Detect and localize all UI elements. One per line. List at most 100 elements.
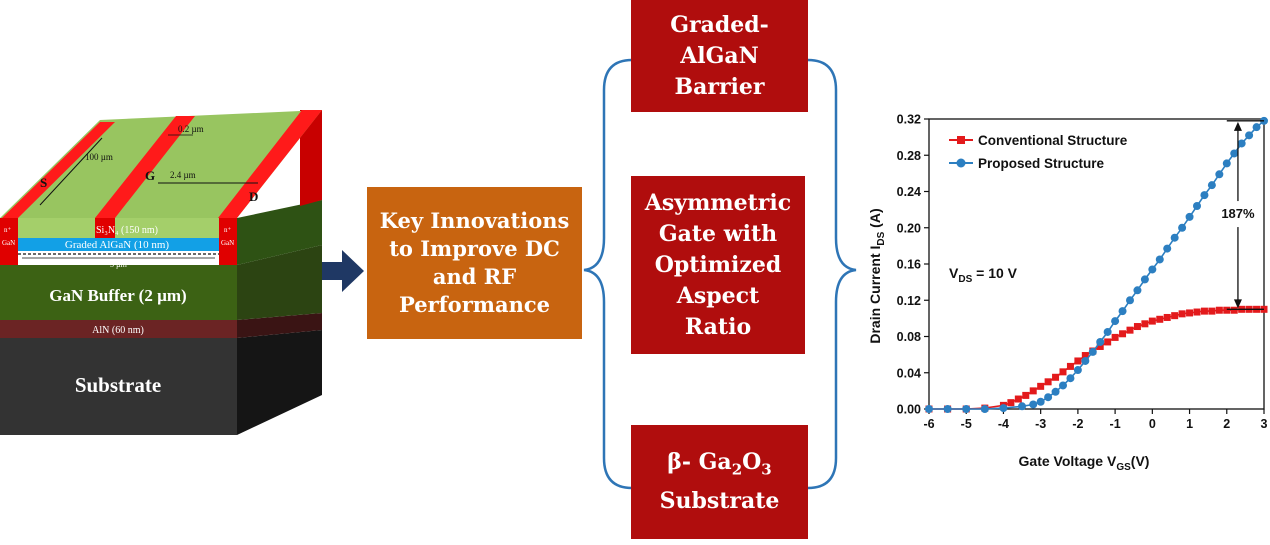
point-conventional — [1037, 382, 1045, 390]
pct-label-bg — [1218, 204, 1257, 223]
gate-contact-top — [95, 116, 195, 218]
point-conventional — [1126, 326, 1134, 334]
ga2o3-line-2: Substrate — [659, 487, 780, 514]
x-tick-label: 1 — [1186, 417, 1193, 431]
y-axis-title-suffix: (A) — [867, 208, 883, 231]
x-axis-title: Gate Voltage VGS(V) — [1019, 453, 1150, 473]
point-conventional — [1066, 362, 1074, 370]
x-tick-label: 2 — [1223, 417, 1230, 431]
n-plus-left: n⁺ — [4, 226, 12, 234]
drain-contact-top — [218, 110, 322, 218]
vds-annotation: VDS = 10 V — [949, 265, 1018, 285]
point-conventional — [1074, 357, 1082, 365]
gan-label-right: GaN — [221, 239, 234, 247]
source-label: S — [40, 175, 47, 190]
point-proposed — [1155, 255, 1164, 264]
point-proposed — [1178, 223, 1187, 232]
key-line-3: and RF — [432, 264, 517, 289]
point-proposed — [1029, 400, 1038, 409]
point-proposed — [1111, 317, 1120, 326]
buffer-side — [237, 245, 322, 320]
point-conventional — [1104, 338, 1112, 346]
point-conventional — [1119, 330, 1127, 338]
x-tick-label: 0 — [1149, 417, 1156, 431]
asymmetric-gate-box: Asymmetric Gate with Optimized Aspect Ra… — [631, 176, 805, 354]
point-proposed — [1036, 397, 1045, 406]
legend-label-conventional: Conventional Structure — [978, 133, 1128, 148]
asym-line-3: Optimized — [654, 251, 782, 278]
point-conventional — [1186, 309, 1194, 317]
graded-algan-label: Graded AlGaN (10 nm) — [65, 239, 170, 251]
point-proposed — [1073, 366, 1082, 375]
right-arrow-icon — [322, 250, 364, 292]
si3n4-layer — [0, 218, 237, 238]
y-tick-label: 0.00 — [897, 403, 921, 417]
gate-label: G — [145, 168, 155, 183]
point-conventional — [1133, 323, 1141, 331]
x-tick-label: -5 — [961, 417, 972, 431]
gate-contact-front — [95, 218, 115, 238]
point-proposed — [1133, 286, 1142, 295]
point-proposed — [1230, 149, 1239, 158]
point-proposed — [980, 405, 989, 413]
point-proposed — [1200, 191, 1209, 200]
key-innovations-box: Key Innovations to Improve DC and RF Per… — [367, 187, 582, 339]
point-proposed — [1059, 381, 1067, 390]
left-brace-icon — [583, 58, 633, 490]
substrate-side — [237, 330, 322, 435]
point-conventional — [1022, 391, 1030, 399]
asym-line-4: Aspect — [676, 282, 760, 309]
point-proposed — [962, 405, 971, 413]
point-proposed — [1215, 170, 1224, 179]
hemt-device-diagram: 0.2 µm 100 µm 2.4 µm 5 µm S G D n⁺ n⁺ Ga… — [0, 110, 322, 435]
point-conventional — [1230, 306, 1238, 314]
ga2o3-prefix: β- Ga — [667, 449, 732, 476]
point-proposed — [1185, 212, 1194, 221]
chart-series-group — [925, 116, 1268, 413]
x-axis-title-suffix: (V) — [1131, 453, 1150, 469]
point-proposed — [1245, 131, 1254, 140]
ga2o3-line-1: β- Ga2O3 — [660, 447, 780, 485]
point-conventional — [1059, 368, 1067, 376]
upper-side — [237, 200, 322, 265]
key-line-4: Performance — [399, 292, 550, 317]
x-axis-title-sub: GS — [1116, 462, 1131, 473]
asym-line-2: Gate with — [658, 220, 778, 247]
point-conventional — [1215, 306, 1223, 314]
point-proposed — [1051, 387, 1060, 396]
x-tick-label: -6 — [923, 417, 934, 431]
series-line-conventional — [929, 308, 1264, 410]
point-proposed — [999, 404, 1008, 413]
y-tick-label: 0.16 — [897, 258, 921, 272]
graded-line-1: Graded- — [670, 11, 769, 38]
vds-sub: DS — [958, 274, 972, 285]
point-conventional — [1208, 307, 1216, 315]
y-tick-label: 0.08 — [897, 330, 921, 344]
graded-line-3: Barrier — [674, 73, 765, 100]
y-tick-label: 0.24 — [897, 185, 921, 199]
y-axis-title: Drain Current IDS (A) — [867, 208, 887, 343]
x-tick-label: -2 — [1072, 417, 1083, 431]
dim-gd-label: 2.4 µm — [170, 170, 196, 180]
y-tick-label: 0.28 — [897, 149, 921, 163]
point-conventional — [1141, 320, 1149, 328]
point-conventional — [1223, 306, 1231, 314]
vds-v: V — [949, 265, 959, 281]
point-proposed — [1170, 233, 1179, 242]
x-tick-label: -1 — [1110, 417, 1121, 431]
point-proposed — [1163, 244, 1172, 253]
substrate-label: Substrate — [75, 373, 161, 397]
dim-top-label: 0.2 µm — [178, 124, 204, 134]
vds-suffix: = 10 V — [972, 265, 1017, 281]
gan-buffer-layer — [0, 265, 237, 320]
aln-layer — [0, 320, 237, 338]
point-proposed — [1126, 296, 1134, 305]
legend-marker-conventional — [957, 136, 965, 144]
dim-sd-label: 5 µm — [110, 260, 128, 269]
point-proposed — [1103, 327, 1112, 336]
right-brace-icon — [807, 58, 857, 490]
n-plus-right: n⁺ — [224, 226, 232, 234]
source-contact-front — [0, 218, 18, 265]
